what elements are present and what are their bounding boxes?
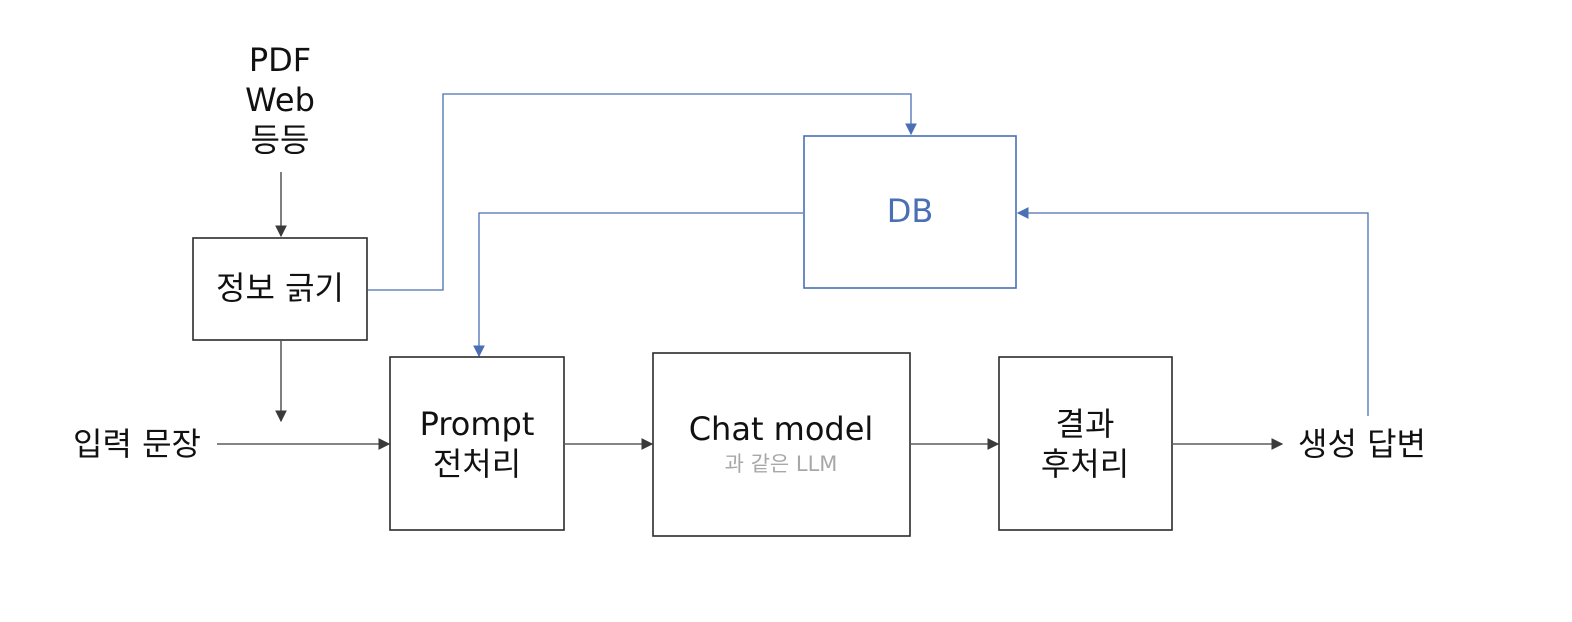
source-pdf: PDF: [249, 41, 311, 79]
node-db: DB: [803, 135, 1017, 289]
edge-db-to-prompt: [473, 212, 803, 358]
node-prompt: Prompt 전처리: [389, 356, 565, 531]
extract-label: 정보 긁기: [216, 269, 344, 307]
edge-extract-to-db: [368, 93, 917, 291]
input-label: 입력 문장: [73, 425, 201, 463]
chat-model-label: Chat model: [689, 410, 874, 448]
sources-label: PDF Web 등등: [245, 41, 315, 159]
output-label: 생성 답변: [1298, 425, 1426, 463]
post-label-line2: 후처리: [1041, 445, 1129, 483]
node-extract: 정보 긁기: [192, 237, 368, 341]
edge-output-to-db: [1016, 207, 1369, 416]
chat-model-sub: 과 같은 LLM: [725, 452, 838, 476]
post-label-line1: 결과: [1056, 405, 1115, 443]
prompt-label-line1: Prompt: [420, 405, 535, 443]
source-web: Web: [245, 81, 315, 119]
db-label: DB: [887, 192, 934, 230]
node-post: 결과 후처리: [998, 356, 1173, 531]
node-chat-model: Chat model 과 같은 LLM: [652, 352, 911, 537]
source-etc: 등등: [251, 121, 310, 159]
prompt-label-line2: 전처리: [433, 445, 521, 483]
